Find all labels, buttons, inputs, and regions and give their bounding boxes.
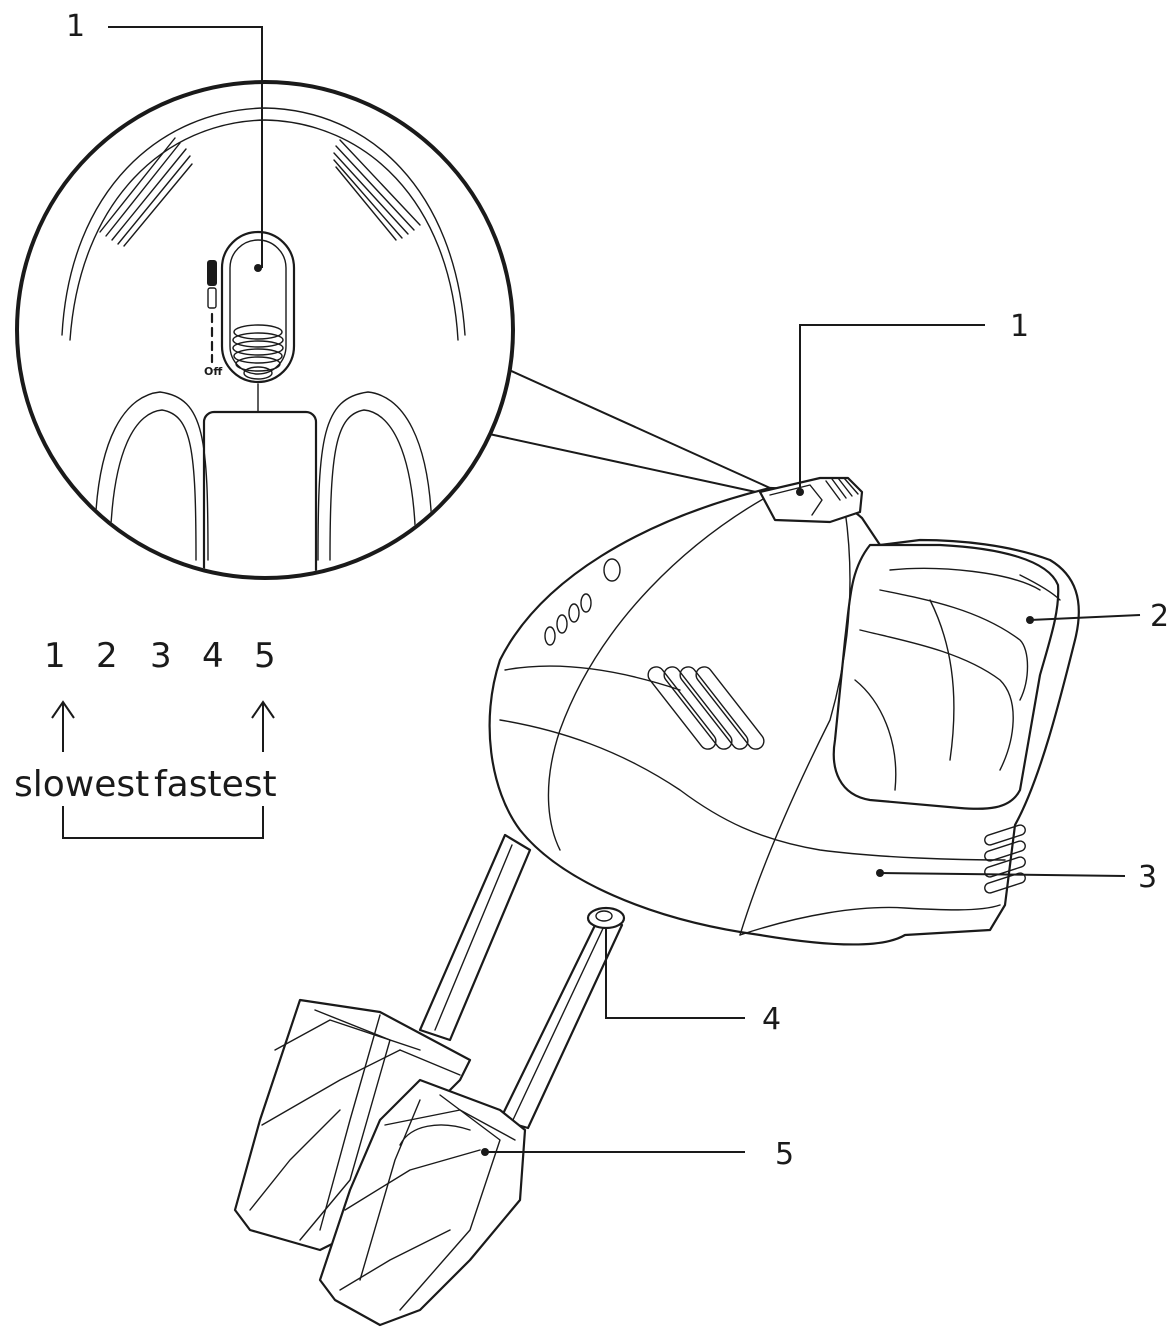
callout-1-inset-leader: [108, 26, 263, 268]
inset-right-arch-inner: [329, 409, 417, 561]
speed-range-bracket: [62, 806, 264, 839]
zoom-inset: Off: [15, 80, 771, 580]
off-label: Off: [204, 365, 222, 378]
inset-left-arch-inner: [109, 409, 197, 561]
handle-grip-line-2: [879, 589, 1029, 701]
beater-right: [318, 1078, 527, 1327]
arrow-up-icon-slowest: [51, 700, 75, 752]
inset-switch-pointer: [254, 264, 262, 272]
body-contour-3: [504, 665, 681, 691]
speed-scale: 1 2 3 4 5 slowest fastest: [14, 636, 277, 839]
speed-5: 5: [254, 636, 276, 676]
speed-1: 1: [44, 636, 66, 676]
inset-right-arch: [317, 391, 433, 561]
callout-3-label: 3: [1138, 860, 1157, 895]
fastest-label: fastest: [154, 764, 277, 805]
callout-1-leader: [799, 324, 985, 492]
callout-5: 5: [485, 1137, 794, 1172]
callout-3-leader: [879, 872, 1126, 877]
speed-2: 2: [96, 636, 118, 676]
arrow-up-icon-fastest: [251, 700, 275, 752]
callout-1-inset: 1: [66, 9, 263, 268]
speed-switch: [758, 476, 864, 524]
inset-left-arch: [94, 391, 209, 561]
handle-top-highlight: [1019, 574, 1061, 601]
inset-switch-knob: [232, 324, 284, 380]
handle: [832, 543, 1060, 810]
body-bottom-line: [739, 904, 1001, 936]
callout-1: 1: [799, 309, 1029, 492]
handle-grip-line-3: [859, 629, 1014, 771]
callout-1-inset-label: 1: [66, 9, 85, 44]
slowest-label: slowest: [14, 764, 149, 805]
mixer: [233, 476, 1080, 1327]
inset-vent-right: [333, 139, 421, 241]
callout-2: 2: [1029, 599, 1169, 634]
handle-grip-line-4: [854, 679, 897, 791]
speed-3: 3: [150, 636, 172, 676]
callout-1-label: 1: [1010, 309, 1029, 344]
callout-2-label: 2: [1150, 599, 1169, 634]
inset-lower-panel: [202, 410, 318, 576]
inset-speed-indicator: [207, 260, 217, 364]
speed-4: 4: [202, 636, 224, 676]
zoom-connector-bottom: [479, 431, 766, 495]
callout-4-label: 4: [762, 1002, 781, 1037]
callout-4-leader: [605, 928, 745, 1019]
inset-switch-slot: [220, 230, 296, 384]
nose-vents: [544, 558, 621, 646]
inset-housing-inner: [69, 119, 459, 341]
handle-grip-line-1: [889, 567, 1041, 591]
zoom-connector-top: [497, 364, 771, 489]
front-vents: [647, 666, 765, 750]
callout-5-label: 5: [775, 1137, 794, 1172]
body-contour-2: [739, 509, 851, 936]
body-contour-1: [547, 494, 771, 851]
handle-grip-line-5: [929, 599, 955, 761]
callout-3: 3: [879, 860, 1157, 895]
inset-housing-outline: [61, 107, 466, 336]
inset-vent-left: [99, 137, 193, 247]
body-contour-4: [499, 719, 1006, 861]
eject-button: [586, 906, 626, 930]
zoom-circle: [15, 80, 515, 580]
callout-2-leader: [1029, 614, 1141, 621]
beater-left: [233, 998, 472, 1252]
callout-4: 4: [605, 928, 781, 1037]
inset-switch-slot-inner: [229, 239, 287, 375]
